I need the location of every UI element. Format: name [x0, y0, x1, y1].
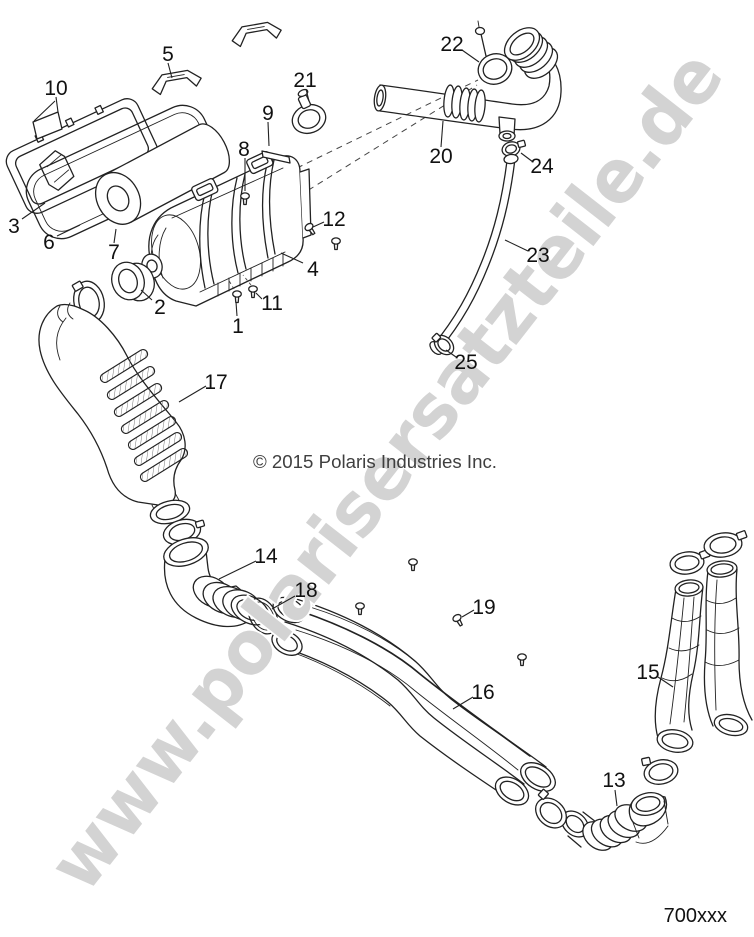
part-clamp-25: [431, 332, 455, 356]
callout-4: 4: [307, 258, 319, 281]
callout-15: 15: [636, 661, 659, 684]
callout-2: 2: [154, 296, 166, 319]
leader-line-23: [504, 239, 529, 252]
part-seal-grommet: [111, 261, 155, 302]
leader-line-25: [445, 349, 457, 358]
part-corrugated-elbow: [535, 756, 679, 851]
callout-13: 13: [602, 769, 625, 792]
callout-23: 23: [526, 244, 549, 267]
part-twin-duct: [654, 530, 753, 753]
leader-line-5: [167, 62, 173, 79]
leader-line-7: [113, 228, 117, 244]
leader-line-10: [33, 100, 56, 122]
leader-line-22: [461, 49, 480, 63]
leader-line-15: [657, 676, 674, 688]
callout-8: 8: [238, 138, 250, 161]
leader-line-10: [55, 96, 59, 113]
leader-line-17: [178, 385, 207, 403]
leader-line-1: [235, 301, 238, 317]
part-airbox: [141, 151, 312, 307]
callout-10: 10: [44, 77, 67, 100]
callout-18: 18: [294, 579, 317, 602]
callout-17: 17: [204, 371, 227, 394]
part-air-filter: [94, 123, 231, 225]
leader-line-4: [280, 252, 304, 264]
callout-25: 25: [454, 351, 477, 374]
leader-line-21: [305, 88, 310, 102]
leader-line-11: [255, 292, 263, 300]
part-elbow-hose: [163, 537, 270, 628]
part-bracket: [261, 150, 291, 164]
leader-line-19: [461, 609, 475, 618]
callout-11: 11: [261, 292, 283, 315]
part-y-duct: [271, 596, 556, 806]
fastener-screws: [227, 192, 527, 667]
callout-14: 14: [254, 545, 278, 568]
leader-line-18: [271, 595, 296, 610]
callout-7: 7: [108, 241, 120, 264]
callout-5: 5: [162, 43, 174, 66]
artwork: [5, 19, 753, 851]
leader-line-16: [452, 696, 474, 710]
callout-22: 22: [440, 33, 463, 56]
leader-line-9: [267, 121, 270, 147]
callout-9: 9: [262, 102, 274, 125]
part-duct-shield: [38, 302, 191, 525]
callout-16: 16: [471, 681, 494, 704]
callout-21: 21: [293, 69, 316, 92]
leader-line-13: [614, 789, 618, 807]
callout-6: 6: [43, 231, 55, 254]
leader-line-12: [312, 221, 325, 228]
callout-3: 3: [8, 215, 20, 238]
part-intake-tube: [373, 27, 562, 142]
copyright-text: © 2015 Polaris Industries Inc.: [253, 452, 497, 472]
leader-line-6: [56, 224, 81, 237]
leader-line-24: [520, 152, 534, 163]
callout-1: 1: [232, 315, 244, 338]
leader-line-3: [21, 202, 46, 220]
callout-12: 12: [322, 208, 345, 231]
part-decal: [32, 111, 63, 140]
callout-24: 24: [530, 155, 554, 178]
callout-19: 19: [472, 596, 495, 619]
leader-line-20: [440, 120, 444, 148]
part-breather-hose: [429, 153, 519, 355]
callout-20: 20: [429, 145, 452, 168]
part-clamp-21: [291, 88, 327, 135]
drawing-number: 700xxx: [664, 905, 727, 927]
leader-line-2: [140, 289, 153, 301]
part-clamp-22: [474, 20, 513, 85]
leader-line-14: [218, 560, 257, 580]
